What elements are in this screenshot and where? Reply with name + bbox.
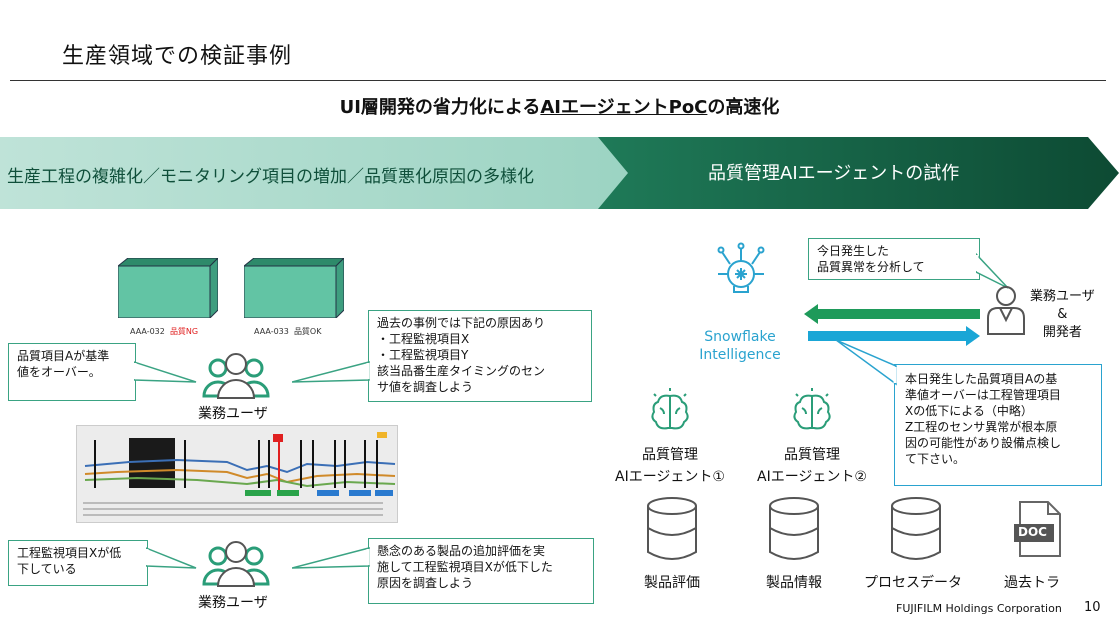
- callout-ai-answer: 本日発生した品質項目Aの基 準値オーバーは工程管理項目 Xの低下による（中略） …: [894, 364, 1102, 486]
- callout-line: 過去の事例では下記の原因あり: [377, 316, 546, 330]
- product-id: AAA-033: [254, 327, 289, 336]
- callout-line: 値をオーバー。: [17, 365, 101, 379]
- datastore-label: 製品評価: [644, 575, 700, 591]
- datastore-label: 過去トラ: [1004, 575, 1060, 591]
- product-box-ng: [116, 256, 220, 320]
- callout-line: 今日発生した: [817, 244, 890, 258]
- callout-pointer: [292, 547, 370, 569]
- product-label-ng: AAA-032 品質NG: [130, 326, 198, 337]
- callout-line: 準値オーバーは工程管理項目: [905, 388, 1061, 402]
- callout-line: ・工程監視項目X: [377, 332, 470, 346]
- label-line: 品質管理: [784, 447, 840, 463]
- label-line: 品質管理: [642, 447, 698, 463]
- callout-line: 因の可能性があり設備点検し: [905, 436, 1062, 450]
- callout-line: Xの低下による（中略）: [905, 404, 1033, 418]
- callout-line: サ値を調査しよう: [377, 380, 474, 394]
- banner-solution: 品質管理AIエージェントの試作: [598, 137, 1119, 209]
- subtitle-main: UI層開発の省力化による: [339, 97, 541, 118]
- callout-additional-eval: 懸念のある製品の追加評価を実 施して工程監視項目Xが低下した 原因を調査しよう: [368, 538, 594, 604]
- database-icon: [766, 496, 822, 562]
- user-icon: [984, 284, 1028, 336]
- callout-line: 原因を調査しよう: [377, 576, 474, 590]
- product-label-ok: AAA-033 品質OK: [254, 326, 321, 337]
- callout-pointer: [146, 547, 197, 569]
- agent-1-label: 品質管理 AIエージェント①: [602, 444, 738, 488]
- subtitle-end: の高速化: [707, 97, 780, 118]
- slide-subtitle: UI層開発の省力化によるAIエージェントPoCの高速化: [0, 93, 1119, 119]
- flow-arrows: [804, 304, 980, 346]
- label-line: AIエージェント①: [615, 469, 725, 485]
- ai-brain-icon: [646, 386, 694, 434]
- label-line: AIエージェント②: [757, 469, 867, 485]
- banner-challenges-text: 生産工程の複雑化／モニタリング項目の増加／品質悪化原因の多様化: [7, 167, 534, 187]
- label-line: &: [1057, 307, 1068, 322]
- product-id: AAA-032: [130, 327, 165, 336]
- doc-badge: DOC: [1018, 525, 1047, 539]
- banner-challenges: 生産工程の複雑化／モニタリング項目の増加／品質悪化原因の多様化: [0, 137, 640, 209]
- cube-icon: [116, 256, 220, 320]
- callout-user-request: 今日発生した 品質異常を分析して: [808, 238, 980, 280]
- title-divider: [10, 80, 1106, 81]
- snowflake-intelligence-label: Snowflake Intelligence: [690, 328, 790, 364]
- user-label-bottom: 業務ユーザ: [198, 595, 268, 611]
- callout-pointer: [976, 252, 1009, 289]
- callout-quality-alert: 品質項目Aが基準 値をオーバー。: [8, 343, 136, 401]
- page-title: 生産領域での検証事例: [62, 44, 293, 69]
- callout-line: 懸念のある製品の追加評価を実: [377, 544, 546, 558]
- product-box-ok: [242, 256, 346, 320]
- callout-line: 本日発生した品質項目Aの基: [905, 372, 1058, 386]
- developer-label: 業務ユーザ & 開発者: [1030, 288, 1095, 342]
- callout-pointer: [836, 340, 897, 386]
- callout-pointer: [292, 361, 370, 383]
- ai-brain-icon: [788, 386, 836, 434]
- subtitle-underlined: AIエージェントPoC: [540, 97, 708, 118]
- callout-line: ・工程監視項目Y: [377, 348, 469, 362]
- database-icon: [888, 496, 944, 562]
- callout-line: 品質項目Aが基準: [17, 349, 110, 363]
- label-line: Snowflake: [704, 329, 776, 345]
- banner-solution-text: 品質管理AIエージェントの試作: [708, 163, 960, 184]
- product-status: 品質OK: [293, 327, 322, 336]
- callout-line: 該当品番生産タイミングのセン: [377, 364, 546, 378]
- users-icon: [196, 538, 276, 593]
- cube-icon: [242, 256, 346, 320]
- callout-investigation-plan: 過去の事例では下記の原因あり ・工程監視項目X ・工程監視項目Y 該当品番生産タ…: [368, 310, 592, 402]
- callout-pointer: [134, 361, 197, 383]
- datastore-label: プロセスデータ: [864, 575, 962, 591]
- callout-line: 下している: [17, 562, 77, 576]
- callout-line: て下さい。: [905, 452, 966, 466]
- label-line: Intelligence: [699, 347, 781, 363]
- doc-file-icon: DOC: [1012, 500, 1064, 558]
- snowflake-brain-icon: [716, 240, 766, 296]
- user-label-top: 業務ユーザ: [198, 406, 268, 422]
- callout-sensor-drop: 工程監視項目Xが低 下している: [8, 540, 148, 586]
- product-status: 品質NG: [169, 327, 199, 336]
- label-line: 開発者: [1042, 325, 1082, 340]
- callout-line: Z工程のセンサ異常が根本原: [905, 420, 1058, 434]
- database-icon: [644, 496, 700, 562]
- page-number: 10: [1084, 600, 1101, 615]
- agent-2-label: 品質管理 AIエージェント②: [744, 444, 880, 488]
- callout-line: 施して工程監視項目Xが低下した: [377, 560, 553, 574]
- footer-company: FUJIFILM Holdings Corporation: [896, 602, 1062, 615]
- callout-line: 品質異常を分析して: [817, 260, 925, 274]
- datastore-label: 製品情報: [766, 575, 822, 591]
- label-line: 業務ユーザ: [1030, 289, 1095, 304]
- banner-arrow-shape: [598, 137, 1119, 209]
- sensor-trend-screenshot: [76, 425, 398, 523]
- callout-line: 工程監視項目Xが低: [17, 546, 122, 560]
- users-icon: [196, 350, 276, 405]
